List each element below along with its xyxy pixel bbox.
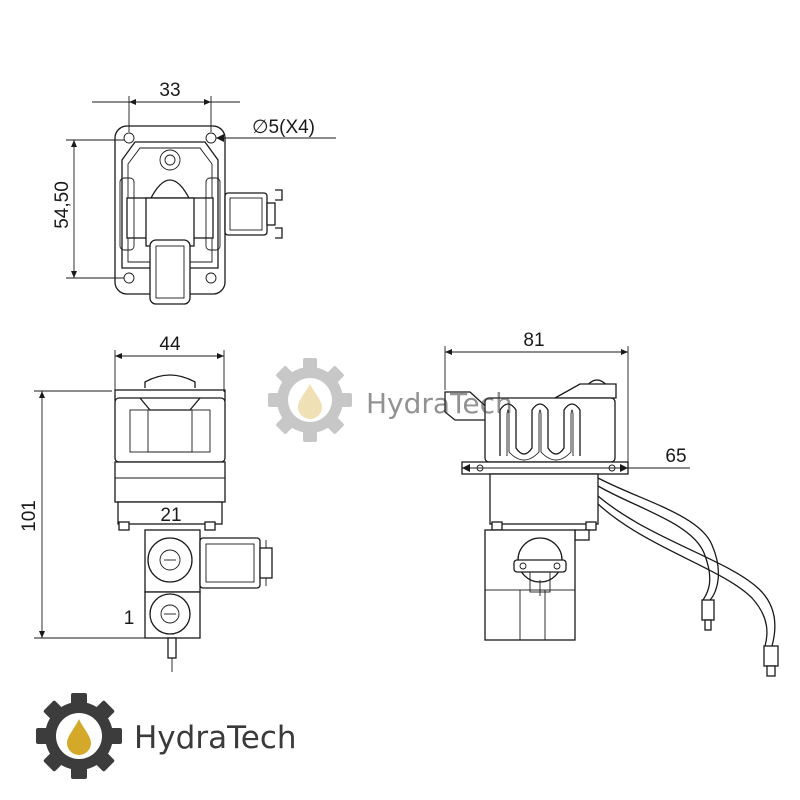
front-port-lower-label: 1 <box>124 608 135 629</box>
side-width-dimension: 81 <box>444 330 629 462</box>
top-view <box>114 125 283 305</box>
front-view <box>114 374 273 672</box>
watermark-gear-icon <box>268 358 352 442</box>
gear-drop-icon <box>36 693 122 779</box>
mount-hole <box>123 132 135 144</box>
watermark-text: HydraTech <box>366 387 513 420</box>
front-width-label: 44 <box>159 334 181 355</box>
mount-hole <box>205 272 217 284</box>
front-height-label: 101 <box>19 500 40 532</box>
watermark: HydraTech <box>268 358 513 442</box>
side-flange-label: 65 <box>665 446 686 467</box>
side-width-label: 81 <box>523 330 544 351</box>
front-height-dimension: 101 <box>19 390 145 639</box>
hole-spec-callout: ∅5(X4) <box>216 117 336 142</box>
top-height-dimension: 54,50 <box>52 139 124 279</box>
side-view <box>444 379 779 677</box>
hole-spec-label: ∅5(X4) <box>252 117 315 138</box>
logo-text: HydraTech <box>134 720 297 756</box>
front-port-upper-label: 21 <box>160 505 181 526</box>
front-width-dimension: 44 <box>114 334 225 392</box>
brand-logo: HydraTech <box>36 693 297 779</box>
side-flange-dimension: 65 <box>461 446 690 474</box>
top-width-dimension: 33 <box>92 80 240 132</box>
top-height-label: 54,50 <box>52 181 73 229</box>
top-width-label: 33 <box>159 80 180 101</box>
